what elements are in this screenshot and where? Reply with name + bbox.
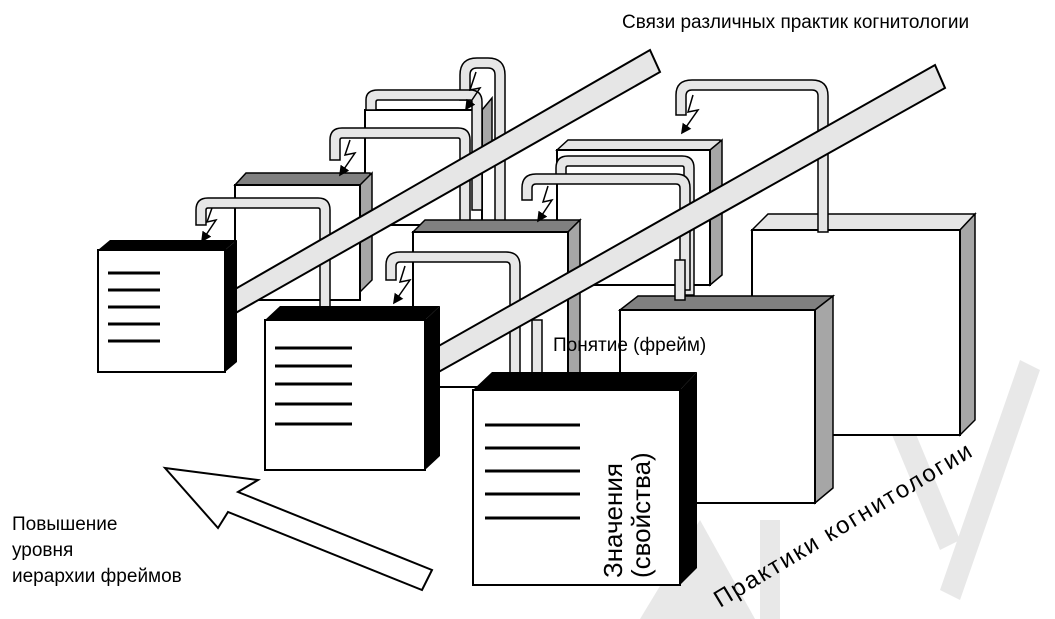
hierarchy-label-line2: уровня (12, 540, 73, 561)
values-label-line1: Значения (598, 463, 628, 578)
frame-front-left (97, 240, 237, 373)
frame-front-main (472, 372, 697, 586)
hierarchy-arrow (162, 466, 434, 592)
hierarchy-label-line1: Повышение (12, 514, 117, 535)
values-label-line2: (свойства) (626, 452, 656, 578)
concept-frame-label: Понятие (фрейм) (553, 335, 706, 356)
links-title: Связи различных практик когнитологии (622, 12, 969, 33)
link-arrows-back (201, 71, 482, 243)
hierarchy-label-line3: иерархии фреймов (12, 566, 182, 587)
values-label: Значения (свойства) (598, 452, 656, 578)
link-arrows-mid (392, 94, 700, 305)
connector-strips-front (531, 259, 686, 376)
frame-front-mid (264, 306, 440, 471)
watermark (640, 360, 1040, 619)
